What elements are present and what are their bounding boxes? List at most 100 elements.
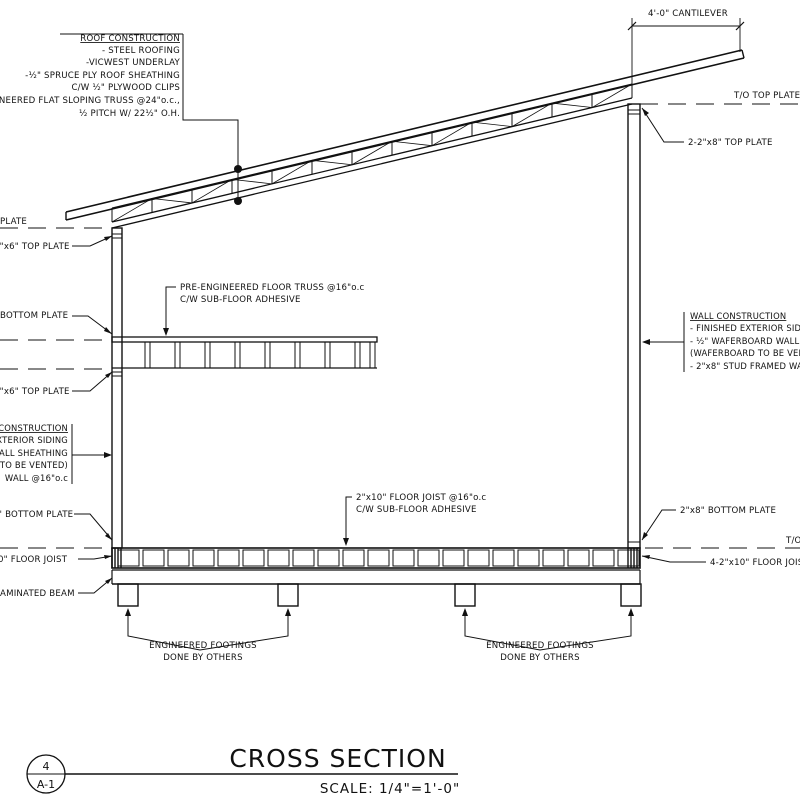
floor-joist-left-label: 0" FLOOR JOIST [0, 555, 68, 565]
bottom-plate-left-upper-label: BOTTOM PLATE [0, 311, 68, 321]
wall-construction-right-note: WALL CONSTRUCTION - FINISHED EXTERIOR SI… [642, 311, 800, 372]
footings-left-label-1: ENGINEERED FOOTINGS [149, 641, 257, 651]
wall-construction-left-line: TO BE VENTED) [0, 460, 68, 470]
floor-joist-right-callout: 4-2"x10" FLOOR JOIST [641, 555, 800, 568]
roof-construction-line: ½ PITCH W/ 22½" O.H. [79, 109, 180, 119]
drawing-scale: SCALE: 1/4"=1'-0" [320, 781, 460, 797]
footings [117, 583, 642, 607]
wall-construction-line: - 2"x8" STUD FRAMED WALL [690, 361, 800, 371]
floor-truss-callout: PRE-ENGINEERED FLOOR TRUSS @16"o.c C/W S… [163, 283, 365, 336]
detail-number: 4 [43, 760, 50, 773]
main-floor-system [111, 547, 641, 585]
truss-diagonal [431, 121, 473, 147]
floor-joist-block [192, 549, 215, 567]
floor-joist-block [317, 549, 340, 567]
bottom-plate-left-lower-label: " BOTTOM PLATE [0, 510, 73, 520]
wall-construction-line: - FINISHED EXTERIOR SIDING [690, 323, 800, 333]
top-plate-2x6-lower-label: 2"x6" TOP PLATE [0, 387, 70, 397]
floor-joist-adhesive-label: C/W SUB-FLOOR ADHESIVE [356, 505, 477, 515]
floor-joist-right-label: 4-2"x10" FLOOR JOIST [710, 558, 800, 568]
truss-diagonal [191, 179, 233, 204]
footings-right-label-2: DONE BY OTHERS [500, 653, 580, 663]
footings-right-label-1: ENGINEERED FOOTINGS [486, 641, 594, 651]
floor-joist-center-label: 2"x10" FLOOR JOIST @16"o.c [356, 493, 486, 503]
floor-truss-post [264, 341, 271, 369]
left-wall [111, 227, 123, 549]
floor-joist-block [142, 549, 165, 567]
floor-joist-block [167, 549, 190, 567]
drawing-title: CROSS SECTION [229, 744, 446, 773]
floor-joist-block [217, 549, 240, 567]
floor-joist-center-callout: 2"x10" FLOOR JOIST @16"o.c C/W SUB-FLOOR… [343, 493, 486, 546]
floor-truss-adhesive-label: C/W SUB-FLOOR ADHESIVE [180, 295, 301, 305]
roof-construction-line: C/W ½" PLYWOOD CLIPS [71, 83, 180, 93]
wall-construction-left-line: EXTERIOR SIDING [0, 435, 68, 445]
floor-joist-block [267, 549, 290, 567]
elevation-subfloor-right: T/O [785, 536, 800, 546]
footings-left-callout: ENGINEERED FOOTINGS DONE BY OTHERS [125, 608, 291, 663]
elevation-top-plate-left: PLATE [0, 217, 27, 227]
footings-right-callout: ENGINEERED FOOTINGS DONE BY OTHERS [462, 608, 634, 663]
floor-truss-post [294, 341, 301, 369]
truss-diagonal [391, 140, 433, 147]
cantilever-dimension-label: 4'-0" CANTILEVER [648, 9, 728, 19]
truss-diagonal [551, 102, 593, 108]
wall-construction-left-line: ALL SHEATHING [0, 448, 68, 458]
floor-joist-block [242, 549, 265, 567]
floor-joist-block [292, 549, 315, 567]
truss-diagonal [111, 198, 153, 223]
roof-truss-webs [111, 83, 633, 223]
floor-truss-post [234, 341, 241, 369]
elevation-top-plate-right: T/O TOP PLATE [733, 91, 800, 101]
elevation-lines [0, 103, 800, 549]
top-plate-callout: 2-2"x8" TOP PLATE [641, 107, 773, 148]
sheet-number: A-1 [37, 778, 55, 791]
floor-joist-block [342, 549, 365, 567]
truss-diagonal [591, 83, 633, 108]
floor-joist-block [592, 549, 615, 567]
wall-construction-left-heading: CONSTRUCTION [0, 423, 68, 433]
wall-construction-line: - ½" WAFERBOARD WALL [690, 336, 800, 346]
floor-joist-block [517, 549, 540, 567]
floor-joist-block [392, 549, 415, 567]
floor-joist-block [492, 549, 515, 567]
top-plate-2x8-label: 2-2"x8" TOP PLATE [688, 138, 773, 148]
floor-truss-post [144, 341, 151, 369]
roof-construction-line: ENGINEERED FLAT SLOPING TRUSS @24"o.c., [0, 96, 180, 106]
cantilever-dimension: 4'-0" CANTILEVER [627, 9, 745, 98]
roof-construction-line: -½" SPRUCE PLY ROOF SHEATHING [25, 71, 180, 81]
floor-joist-block [567, 549, 590, 567]
wall-construction-line: (WAFERBOARD TO BE VENTED) [690, 348, 800, 358]
roof-construction-line: - STEEL ROOFING [102, 46, 180, 56]
truss-diagonal [351, 140, 393, 166]
floor-truss-post [324, 341, 331, 369]
bottom-plate-right-callout: 2"x8" BOTTOM PLATE [641, 506, 776, 541]
floor-truss-post [369, 341, 376, 369]
floor-truss-label: PRE-ENGINEERED FLOOR TRUSS @16"o.c [180, 283, 365, 293]
title-block: 4 A-1 CROSS SECTION SCALE: 1/4"=1'-0" [26, 744, 460, 797]
wall-construction-left-line: WALL @16"o.c [5, 473, 68, 483]
left-labels: 2"x6" TOP PLATE BOTTOM PLATE 2"x6" TOP P… [0, 235, 113, 599]
laminated-beam-label: AMINATED BEAM [0, 589, 75, 599]
footings-left-label-2: DONE BY OTHERS [163, 653, 243, 663]
wall-construction-heading: WALL CONSTRUCTION [690, 311, 786, 321]
truss-diagonal [271, 159, 313, 185]
floor-joist-block [442, 549, 465, 567]
floor-joist-block [417, 549, 440, 567]
floor-truss-post [174, 341, 181, 369]
truss-diagonal [511, 102, 553, 127]
floor-joist-block [467, 549, 490, 567]
floor-truss-post [204, 341, 211, 369]
floor-truss-post [354, 341, 361, 369]
truss-diagonal [311, 159, 353, 166]
floor-joist-block [542, 549, 565, 567]
roof-construction-note: ROOF CONSTRUCTION - STEEL ROOFING -VICWE… [0, 33, 242, 205]
loft-floor-truss [111, 336, 378, 369]
roof-assembly [65, 49, 745, 229]
truss-diagonal [471, 121, 513, 128]
truss-diagonal [231, 178, 273, 185]
roof-construction-heading: ROOF CONSTRUCTION [80, 34, 180, 44]
top-plate-2x6-upper-label: 2"x6" TOP PLATE [0, 242, 70, 252]
roof-construction-line: -VICWEST UNDERLAY [86, 58, 181, 68]
